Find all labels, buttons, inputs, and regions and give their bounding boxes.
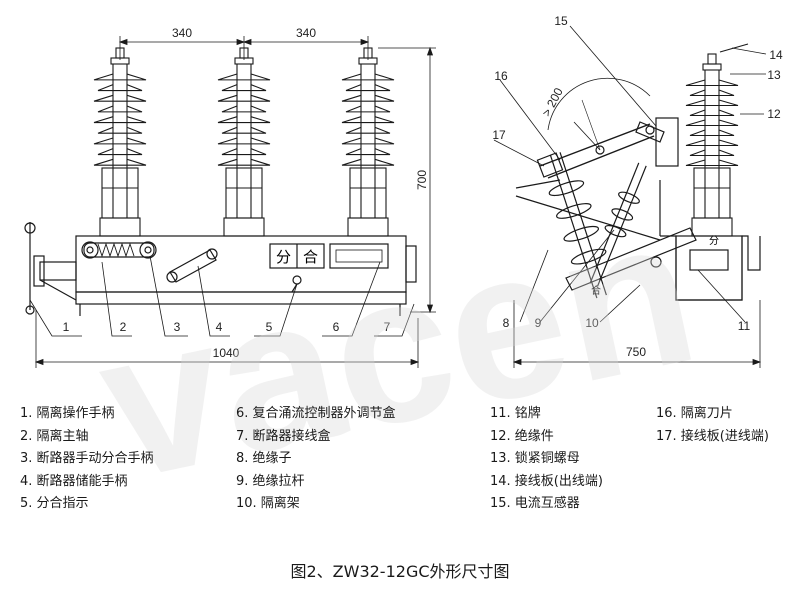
insulating-pull-rod: [589, 162, 647, 287]
legend-item: 9. 绝缘拉杆: [236, 473, 305, 489]
callout-9: 9: [535, 316, 542, 330]
dim-top-right: 340: [296, 26, 316, 40]
surge-control-box: [329, 243, 389, 269]
front-view: [24, 36, 436, 368]
incoming-terminal-plate: [536, 152, 564, 178]
callout-15: 15: [554, 14, 568, 28]
callout-11: 11: [738, 319, 751, 333]
side-callout-leaders: [493, 25, 767, 323]
isolating-handle-mechanism: [24, 222, 77, 315]
legend-column-2: 6. 复合涌流控制器外调节盒 7. 断路器接线盒 8. 绝缘子 9. 绝缘拉杆 …: [236, 403, 396, 516]
dim-width-side: 750: [626, 345, 646, 359]
legend-item: 3. 断路器手动分合手柄: [20, 451, 154, 466]
legend-item: 10. 隔离架: [236, 496, 300, 511]
legend-item: 4. 断路器储能手柄: [20, 473, 128, 489]
legend-item: 14. 接线板(出线端): [490, 473, 603, 489]
callout-16: 16: [494, 69, 508, 83]
dim-clearance: > 200: [539, 85, 566, 119]
width-dimension-front: [34, 310, 420, 368]
callout-4: 4: [216, 320, 223, 334]
legend-item: 2. 隔离主轴: [20, 428, 89, 444]
callout-17: 17: [492, 128, 506, 142]
legend-item: 7. 断路器接线盒: [236, 428, 331, 444]
nameplate: [689, 249, 729, 271]
front-callout-leaders: [29, 255, 415, 337]
panel-close-label: 合: [303, 248, 318, 266]
legend-item: 5. 分合指示: [20, 496, 89, 511]
legend-item: 8. 绝缘子: [236, 451, 292, 466]
legend-column-4: 16. 隔离刀片 17. 接线板(进线端): [656, 403, 769, 448]
legend-item: 16. 隔离刀片: [656, 406, 733, 421]
dim-height: 700: [415, 170, 429, 190]
callout-13: 13: [767, 68, 781, 82]
dim-top-left: 340: [172, 26, 192, 40]
top-dimension: [118, 36, 370, 60]
legend-column-1: 1. 隔离操作手柄 2. 隔离主轴 3. 断路器手动分合手柄 4. 断路器储能手…: [20, 403, 154, 516]
side-view: [512, 43, 762, 368]
height-dimension: [378, 46, 436, 314]
side-callout-labels: 8 9 10 11 12 13 14 15 16 17: [492, 14, 783, 333]
dim-width-front: 1040: [213, 346, 240, 360]
insulator-pole-2: [217, 47, 271, 237]
panel-open-label: 分: [276, 248, 291, 266]
isolating-main-shaft: [81, 241, 157, 259]
legend-item: 6. 复合涌流控制器外调节盒: [236, 406, 396, 421]
front-insulators: [93, 47, 395, 237]
callout-10: 10: [585, 316, 599, 330]
callout-6: 6: [333, 320, 340, 334]
legend-column-3: 11. 铭牌 12. 绝缘件 13. 锁紧铜螺母 14. 接线板(出线端) 15…: [490, 403, 603, 516]
legend-item: 11. 铭牌: [490, 406, 541, 421]
isolating-frame-bar: [565, 227, 697, 291]
side-insulator: [685, 43, 749, 237]
leaning-insulator: [548, 152, 607, 299]
open-close-indicator: [269, 243, 325, 293]
callout-12: 12: [767, 107, 781, 121]
legend-item: 1. 隔离操作手柄: [20, 406, 115, 421]
callout-8: 8: [503, 316, 510, 330]
energy-storage-handle: [166, 248, 218, 283]
legend-item: 17. 接线板(进线端): [656, 428, 769, 444]
callout-2: 2: [120, 320, 127, 334]
side-insulator-pole: [685, 53, 739, 237]
callout-7: 7: [384, 320, 391, 334]
callout-5: 5: [266, 320, 273, 334]
legend-item: 13. 锁紧铜螺母: [490, 451, 580, 466]
callout-1: 1: [63, 320, 70, 334]
legend-item: 12. 绝缘件: [490, 428, 554, 444]
insulator-pole-3: [341, 47, 395, 237]
callout-3: 3: [174, 320, 181, 334]
blade-open-mark: 分: [709, 235, 719, 247]
width-dimension-side: [512, 300, 762, 368]
legend-item: 15. 电流互感器: [490, 496, 580, 511]
blade-close-mark: 合: [591, 284, 601, 297]
insulator-pole-1: [93, 47, 147, 237]
callout-14: 14: [769, 48, 783, 62]
figure-caption: 图2、ZW32-12GC外形尺寸图: [290, 562, 510, 581]
current-transformer: [655, 117, 679, 167]
front-callout-labels: 1 2 3 4 5 6 7: [63, 320, 391, 334]
